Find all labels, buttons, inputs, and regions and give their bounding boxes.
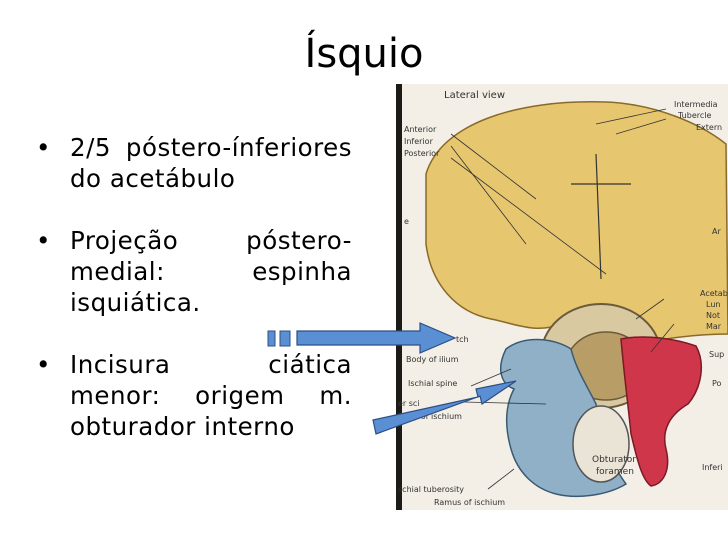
label-posterior: Posterior (404, 149, 440, 158)
label-ramus-ischium: Ramus of ischium (434, 498, 505, 507)
bullet-marker: • (36, 350, 51, 379)
hip-bone-drawing: Lateral view Anterior Inferior Posterior… (398, 84, 728, 510)
label-tch: tch (456, 335, 469, 344)
fig-heading: Lateral view (444, 90, 505, 101)
label-lun: Lun (706, 300, 720, 309)
label-ischial-spine: Ischial spine (408, 379, 457, 388)
obturator-foramen (572, 405, 630, 483)
label-po: Po (712, 379, 722, 388)
label-not: Not (706, 311, 720, 320)
bullet-marker: • (36, 133, 51, 162)
bullet-item: • 2/5 póstero-ínferiores do acetábulo (30, 132, 352, 194)
leader-lines (450, 108, 675, 490)
label-body-ischium: Body of ischium (398, 412, 462, 421)
bullet-text: Projeção póstero-medial: espinha isquiát… (70, 226, 352, 317)
pubis-region (620, 336, 703, 487)
bullet-item: • Projeção póstero-medial: espinha isquiá… (30, 225, 352, 318)
label-body-ilium: Body of ilium (406, 355, 459, 364)
bullet-list: • 2/5 póstero-ínferiores do acetábulo • Pr… (30, 132, 352, 473)
bullet-text: 2/5 póstero-ínferiores do acetábulo (70, 133, 352, 193)
label-tubercle: Tubercle (677, 111, 711, 120)
slide-title: Ísquio (304, 31, 424, 77)
bullet-item: • Incisura ciática menor: origem m. obtur… (30, 349, 352, 442)
label-extern: Extern (696, 123, 722, 132)
label-sup: Sup (709, 350, 724, 359)
label-anterior: Anterior (404, 125, 437, 134)
hip-bone-illustration: Lateral view Anterior Inferior Posterior… (396, 84, 728, 510)
fusion-lines (571, 153, 631, 280)
bullet-marker: • (36, 226, 51, 255)
label-ar: Ar (712, 227, 721, 236)
label-e: e (404, 217, 409, 226)
label-obturator: Obturator (592, 455, 636, 465)
label-ischial-tuberosity: schial tuberosity (398, 485, 464, 494)
label-inferior: Inferior (404, 137, 434, 146)
label-acetab: Acetab (700, 289, 728, 298)
bullet-text: Incisura ciática menor: origem m. obtura… (70, 350, 352, 441)
label-intermedia: Intermedia (674, 100, 718, 109)
label-er-sci: er sci (398, 399, 420, 408)
label-inferi: Inferi (702, 463, 723, 472)
label-mar: Mar (706, 322, 722, 331)
label-foramen: foramen (596, 467, 634, 477)
